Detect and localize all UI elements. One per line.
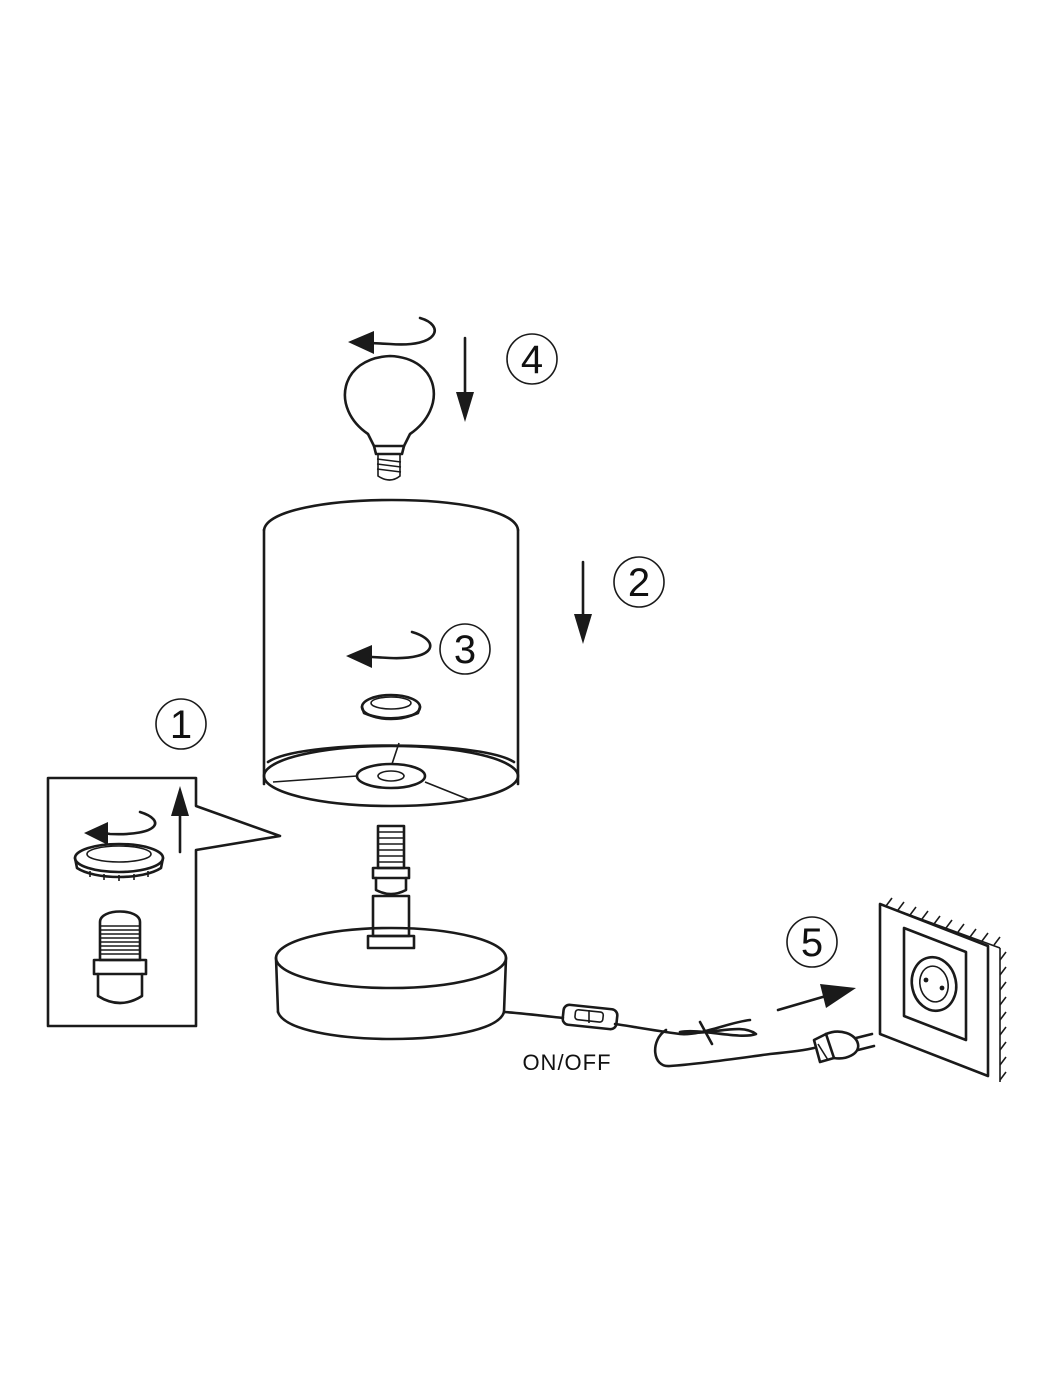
inset-ring <box>73 842 165 881</box>
up-arrow-icon-inset <box>171 786 189 854</box>
inset-callout <box>46 776 282 1028</box>
step-badge-1: 1 <box>155 698 207 750</box>
switch-label: ON/OFF <box>522 1050 611 1075</box>
lamp-shade <box>262 498 520 808</box>
down-arrow-icon-shade <box>574 560 592 644</box>
step-badge-5: 5 <box>786 916 838 968</box>
light-bulb <box>343 354 435 481</box>
wall-outlet <box>878 897 1007 1082</box>
shade-ring <box>360 693 422 721</box>
step-number: 2 <box>628 561 650 605</box>
rotate-arrow-icon-shade-ring <box>346 630 432 668</box>
lamp-socket <box>366 824 416 950</box>
step-badge-4: 4 <box>506 333 558 385</box>
lamp-base <box>274 926 508 1041</box>
step-badge-2: 2 <box>613 556 665 608</box>
step-badge-3: 3 <box>439 623 491 675</box>
step-number: 1 <box>170 703 192 747</box>
rotate-arrow-icon-inset <box>84 810 157 845</box>
rotate-arrow-icon-bulb <box>348 316 436 354</box>
on-off-switch <box>561 1003 619 1031</box>
step-number: 3 <box>454 628 476 672</box>
power-plug <box>812 1030 876 1064</box>
step-number: 4 <box>521 338 543 382</box>
inset-socket <box>92 910 148 1005</box>
power-cable <box>502 1010 816 1068</box>
down-arrow-icon-bulb <box>456 336 474 422</box>
right-arrow-icon-plug <box>776 984 856 1012</box>
step-number: 5 <box>801 921 823 965</box>
